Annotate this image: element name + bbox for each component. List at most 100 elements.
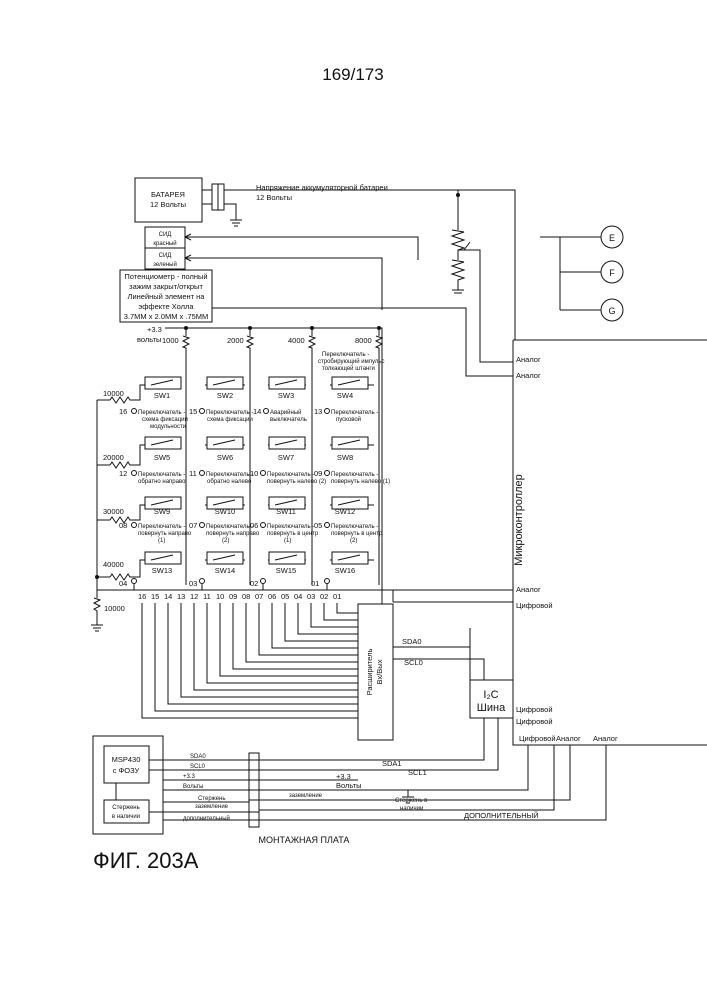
- desc-11-1: Переключатель -: [206, 472, 253, 478]
- pot-line-4: эффекте Холла: [138, 302, 194, 311]
- desc-07-3: (2): [222, 538, 229, 544]
- mcu-bottom-analog-1: Аналог: [556, 734, 581, 743]
- pot-line-3: Линейный элемент на: [128, 292, 206, 301]
- desc-05-3: (2): [350, 538, 357, 544]
- switch-label: SW16: [335, 566, 355, 575]
- node-09: 09: [314, 469, 322, 478]
- msp-sda-label: SDA0: [190, 754, 206, 760]
- switch-label: SW6: [217, 453, 233, 462]
- mcu-digital-3: Цифровой: [516, 717, 553, 726]
- led-red-color: красный: [153, 240, 176, 247]
- desc-15-2: схема фиксации: [207, 417, 253, 423]
- desc-11-2: обратно налево: [207, 479, 252, 485]
- switch-label: SW2: [217, 391, 233, 400]
- desc-12-2: обратно направо: [138, 479, 186, 485]
- switch-sw13: SW13: [145, 552, 181, 575]
- pullup-4000: 4000: [288, 336, 305, 345]
- bus-pin-09: 09: [229, 592, 237, 601]
- msp-rod-label-1: Стержень: [198, 796, 225, 802]
- io-expander: Расширитель Вх/Вых SDA0 SCL0: [358, 590, 470, 740]
- msp-rod-label-2: заземление: [195, 804, 229, 810]
- switch-sw16: SW16: [332, 552, 368, 575]
- led-green-color: зеленый: [153, 261, 177, 268]
- switch-label: SW5: [154, 453, 170, 462]
- bus-pin-08: 08: [242, 592, 250, 601]
- mcu-analog-3: Аналог: [516, 585, 541, 594]
- node-07: 07: [189, 521, 197, 530]
- desc-16-3: модульности: [150, 424, 186, 430]
- node-05: 05: [314, 521, 322, 530]
- expander-label-1: Расширитель: [365, 649, 374, 696]
- led-red-label: СИД: [159, 232, 172, 238]
- desc-06-1: Переключатель -: [267, 524, 314, 530]
- battery-voltage-label: 12 Вольты: [150, 200, 186, 209]
- pot-line-5: 3.7MM x 2.0MM x .75MM: [124, 312, 209, 321]
- bus-pin-12: 12: [190, 592, 198, 601]
- switch-label: SW9: [154, 507, 170, 516]
- desc-08-1: Переключатель -: [138, 524, 185, 530]
- msp-extra-label: дополнительный: [183, 815, 230, 822]
- bus-pin-02: 02: [320, 592, 328, 601]
- switch-label: SW4: [337, 391, 353, 400]
- led-red: СИД красный: [145, 227, 418, 260]
- supply-voltage: +3.3: [147, 325, 162, 334]
- desc-08-3: (1): [158, 538, 165, 544]
- battery-voltage-value: 12 Вольты: [256, 193, 292, 202]
- mounting-board: МОНТАЖНАЯ ПЛАТА: [249, 753, 349, 845]
- switch-sw7: SW7: [269, 437, 305, 462]
- page-number: 169/173: [322, 65, 383, 84]
- mcu-bottom-analog-2: Аналог: [593, 734, 618, 743]
- desc-08-2: повернуть направо: [138, 531, 192, 537]
- figure-label: ФИГ. 203А: [93, 848, 199, 873]
- bus-pin-03: 03: [307, 592, 315, 601]
- connector-bus: E F G: [540, 226, 623, 321]
- desc-14-1: Аварийный: [270, 409, 301, 416]
- switch-sw11: SW11: [269, 497, 305, 516]
- voltage-divider: [452, 190, 513, 362]
- desc-10-1: Переключатель -: [267, 472, 314, 478]
- strobe-label-2: стробирующий импульс: [318, 358, 385, 365]
- row-resistors: 10000 20000 30000 40000: [95, 385, 145, 592]
- battery-label: БАТАРЕЯ: [151, 190, 185, 199]
- desc-06-2: повернуть в центр: [267, 531, 319, 537]
- switch-label: SW13: [152, 566, 172, 575]
- switch-sw8: SW8: [332, 437, 368, 462]
- bus-pin-11: 11: [203, 592, 211, 601]
- switch-sw3: SW3: [269, 377, 305, 400]
- node-15: 15: [189, 407, 197, 416]
- switch-sw12: SW12: [332, 497, 368, 516]
- switch-label: SW12: [335, 507, 355, 516]
- desc-16-1: Переключатель -: [138, 410, 185, 416]
- switch-sw2: SW2: [207, 377, 243, 400]
- bus-pin-01: 01: [333, 592, 341, 601]
- msp-label-2: с ФОЗУ: [113, 766, 140, 775]
- microcontroller: Микроконтроллер Аналог Аналог Аналог Циф…: [393, 340, 707, 745]
- switch-sw6: SW6: [207, 437, 243, 462]
- connector-g-label: G: [608, 306, 615, 316]
- desc-06-3: (1): [284, 538, 291, 544]
- ground-icon: [452, 290, 464, 293]
- board-v33-label: +3.3: [336, 772, 351, 781]
- msp-volts-label: Вольты: [183, 784, 203, 790]
- desc-13-2: пусковой: [336, 416, 361, 423]
- msp430-module: MSP430 с ФОЗУ Стержень в наличии SDA0 SC…: [93, 736, 249, 834]
- switch-sw9: SW9: [145, 497, 181, 516]
- rod-box-label-2: в наличии: [112, 814, 140, 820]
- pot-line-2: зажим закрыт/открыт: [129, 282, 203, 291]
- i2c-bus: I₂C Шина: [470, 628, 513, 718]
- bus-lines: [142, 603, 358, 718]
- bus-pin-13: 13: [177, 592, 185, 601]
- desc-09-1: Переключатель -: [331, 472, 378, 478]
- sda1-label: SDA1: [382, 759, 402, 768]
- msp430-box: [104, 746, 149, 783]
- switch-label: SW1: [154, 391, 170, 400]
- desc-07-1: Переключатель -: [206, 524, 253, 530]
- bus-pin-06: 06: [268, 592, 276, 601]
- switch-sw14: SW14: [207, 552, 243, 575]
- board-extra-label: ДОПОЛНИТЕЛЬНЫЙ: [464, 811, 539, 820]
- board-volts-label: Вольты: [336, 781, 362, 790]
- row-resistor-10000: 10000: [103, 389, 124, 398]
- switch-sw1: SW1: [145, 377, 181, 400]
- expander-label-2: Вх/Вых: [375, 659, 384, 684]
